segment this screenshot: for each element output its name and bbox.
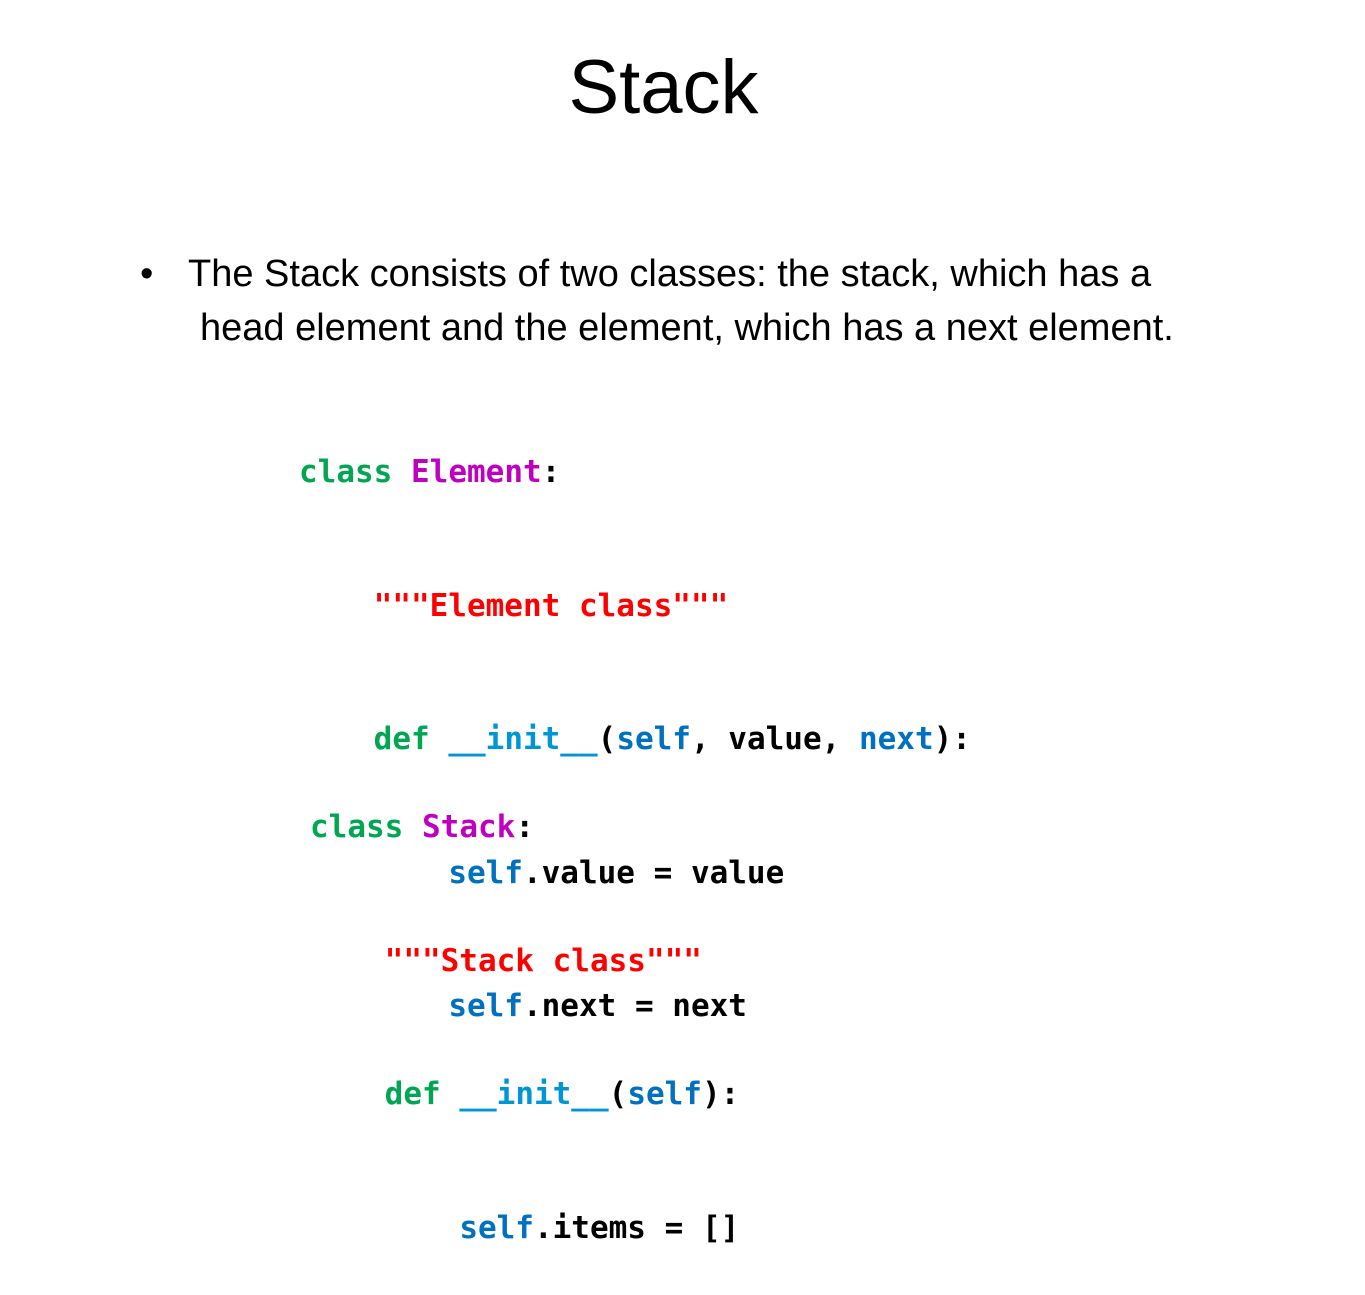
code-class-name: Element <box>411 454 542 490</box>
code-indent <box>310 1076 385 1112</box>
code-indent <box>299 588 374 624</box>
code-punct: : <box>515 809 534 845</box>
code-line: self.next = next <box>299 984 971 1029</box>
code-self: self <box>616 721 691 757</box>
bullet-marker: • <box>140 253 154 295</box>
code-punct: : <box>541 454 561 490</box>
code-line: def __init__(self): <box>310 1072 740 1117</box>
bullet-text-line-1: The Stack consists of two classes: the s… <box>188 253 1152 295</box>
code-space <box>403 809 422 845</box>
code-self: self <box>627 1076 702 1112</box>
code-self: self <box>448 988 523 1024</box>
code-statement: .value = value <box>522 854 785 891</box>
code-docstring: """Stack class""" <box>384 942 702 979</box>
code-line: self.value = value <box>299 851 971 896</box>
code-statement: .items = [] <box>533 1209 740 1246</box>
code-line: """Element class""" <box>299 584 971 629</box>
code-keyword: class <box>299 454 393 490</box>
code-block-stack-class: class Stack: """Stack class""" def __ini… <box>310 716 739 1295</box>
code-indent <box>310 1210 459 1246</box>
code-line: class Stack: <box>310 805 739 850</box>
code-block-element-class: class Element: """Element class""" def _… <box>299 361 971 1073</box>
code-punct: ( <box>608 1076 628 1112</box>
code-punct: ): <box>701 1076 740 1112</box>
code-space <box>441 1076 460 1112</box>
code-function-name: __init__ <box>459 1076 609 1112</box>
code-function-name: __init__ <box>448 721 598 757</box>
code-class-name: Stack <box>422 809 516 845</box>
code-params: , value, <box>690 721 859 757</box>
code-punct: ): <box>933 721 971 757</box>
code-statement: .next = next <box>522 988 747 1024</box>
code-line: class Element: <box>299 450 971 495</box>
code-punct: ( <box>597 721 617 757</box>
code-line: """Stack class""" <box>310 939 739 984</box>
code-builtin: next <box>858 721 934 757</box>
code-keyword: class <box>310 809 404 845</box>
code-line: self.items = [] <box>310 1206 739 1251</box>
slide-title: Stack <box>568 45 759 130</box>
code-keyword: def <box>373 721 430 757</box>
code-line: def __init__(self, value, next): <box>299 717 971 762</box>
code-docstring: """Element class""" <box>373 587 729 624</box>
bullet-text-line-2: head element and the element, which has … <box>200 307 1174 349</box>
code-self: self <box>459 1209 534 1246</box>
code-space <box>392 454 411 490</box>
code-self: self <box>448 854 523 891</box>
code-keyword: def <box>384 1076 441 1112</box>
code-indent <box>310 943 385 979</box>
